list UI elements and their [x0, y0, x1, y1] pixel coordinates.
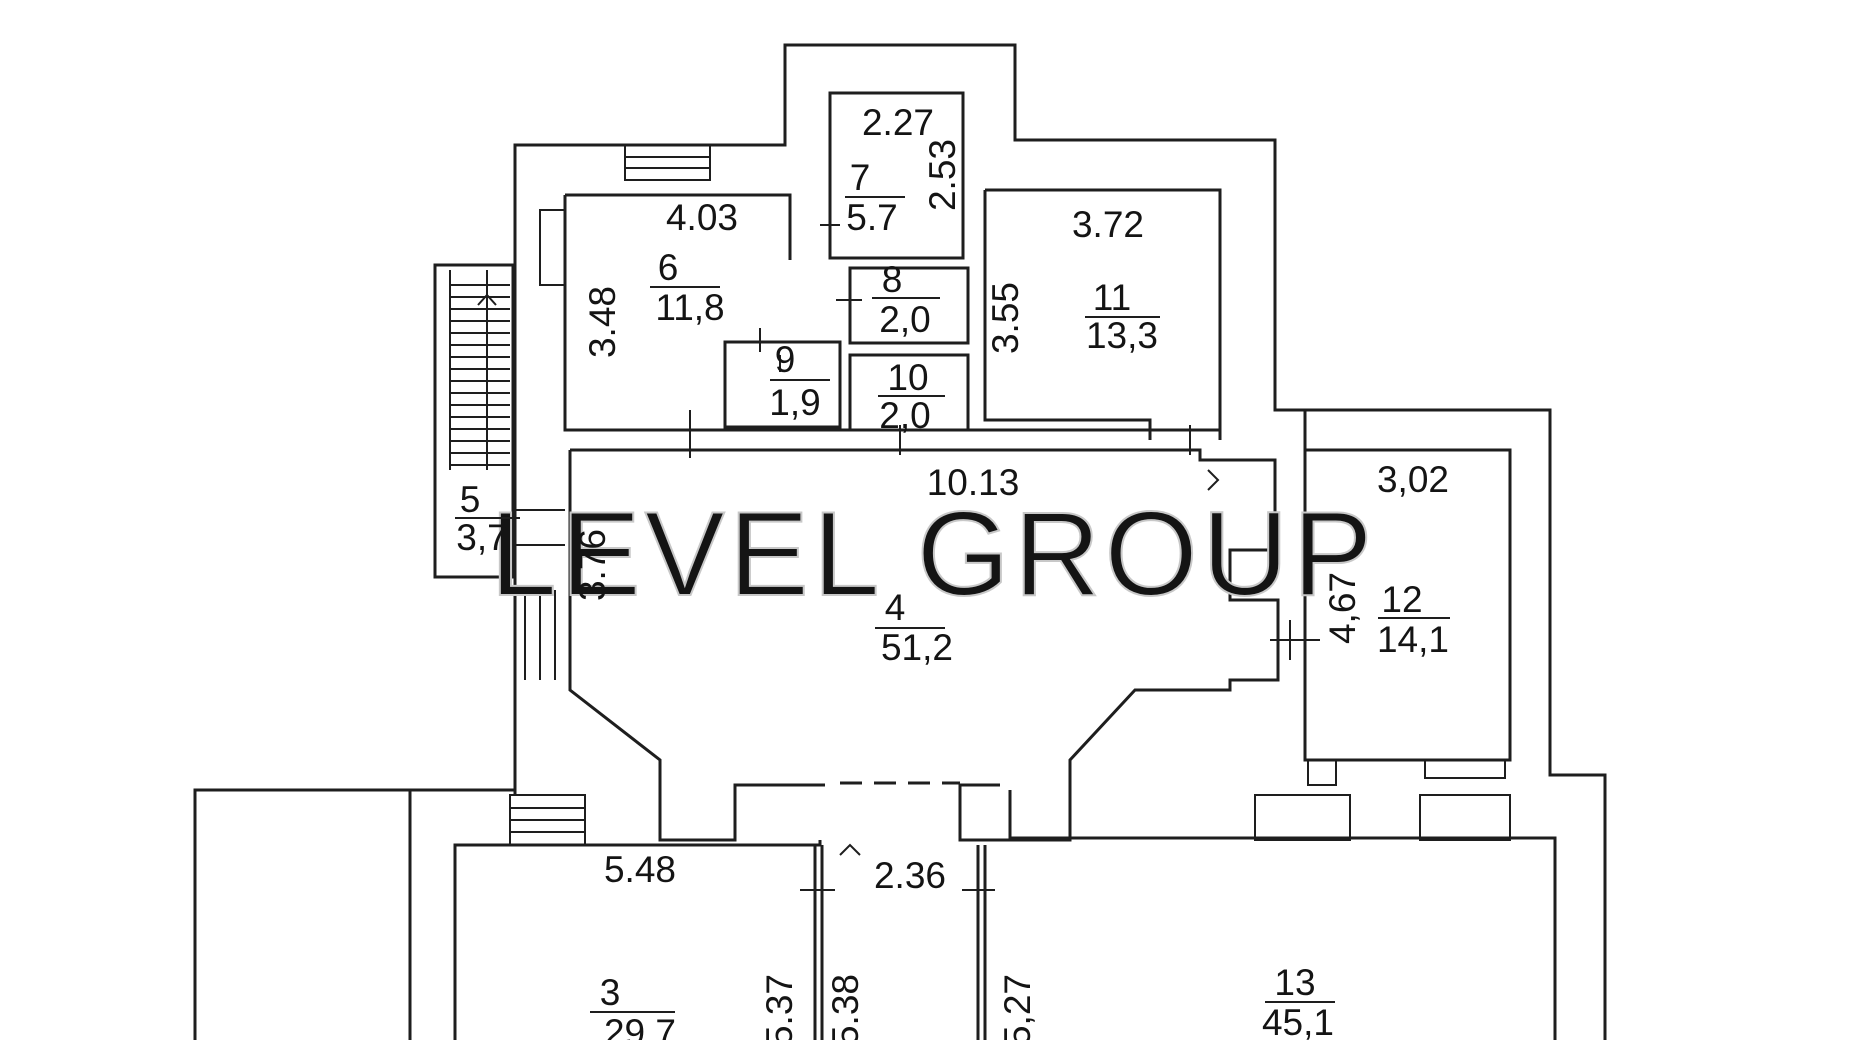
- room-label-4: 4 51,2: [875, 587, 953, 668]
- room-11-walls: [983, 188, 1222, 491]
- room-8-number: 8: [882, 259, 903, 300]
- room-5-stairs: [433, 263, 565, 680]
- room-7-walls: [820, 91, 965, 260]
- room-3-area: 29,7: [604, 1012, 676, 1040]
- room-7-number: 7: [850, 157, 871, 198]
- dim-room11-width: 3.72: [1072, 204, 1144, 245]
- room-4-area: 51,2: [881, 627, 953, 668]
- room-label-6: 6 11,8: [650, 247, 725, 328]
- room-5-area: 3,7: [456, 517, 507, 558]
- dim-room4-height: 3.76: [572, 529, 613, 601]
- room-11-area: 13,3: [1086, 315, 1158, 356]
- room-label-7: 7 5.7: [845, 157, 905, 238]
- room-6-walls: [539, 193, 1220, 458]
- room-9-area: 1,9: [769, 382, 820, 423]
- dim-room6-height: 3.48: [582, 286, 623, 358]
- dim-room7-width: 2.27: [862, 102, 934, 143]
- room-7-area: 5.7: [846, 197, 897, 238]
- room-8-10-walls: [723, 266, 970, 455]
- dim-room6-width: 4.03: [666, 197, 738, 238]
- room-3-number: 3: [600, 972, 621, 1013]
- room-labels: 3 29,7 4 51,2 5 3,7 6 11,8 7 5.7 8 2,0: [455, 157, 1450, 1040]
- watermark-text: LEVEL GROUP: [490, 487, 1377, 621]
- dim-corridor-height: 5.38: [825, 974, 866, 1040]
- dimension-labels: 2.27 2.53 4.03 3.48 3.72 3.55 10.13 3.76…: [572, 102, 1449, 1040]
- room-12-area: 14,1: [1377, 619, 1449, 660]
- room-13-area: 45,1: [1262, 1002, 1334, 1040]
- room-label-9: 9 1,9: [769, 339, 830, 423]
- room-12-number: 12: [1381, 579, 1422, 620]
- room-8-area: 2,0: [879, 299, 930, 340]
- dim-room13-height: 5,27: [997, 974, 1038, 1040]
- room-13-number: 13: [1274, 962, 1315, 1003]
- room-label-13: 13 45,1: [1262, 962, 1335, 1040]
- dim-room7-height: 2.53: [922, 139, 963, 211]
- dim-corridor-width: 2.36: [874, 855, 946, 896]
- outer-walls: [193, 43, 1607, 1040]
- room-6-number: 6: [658, 247, 679, 288]
- room-label-10: 10 2,0: [878, 357, 945, 436]
- room-4-number: 4: [885, 587, 906, 628]
- room-10-area: 2,0: [879, 395, 930, 436]
- room-12-walls: [1270, 410, 1512, 786]
- room-10-number: 10: [887, 357, 928, 398]
- room-label-11: 11 13,3: [1085, 277, 1160, 356]
- room-11-number: 11: [1093, 277, 1131, 318]
- room-label-8: 8 2,0: [872, 259, 940, 340]
- room-5-number: 5: [460, 479, 481, 520]
- bottom-rooms-walls: [800, 843, 995, 1040]
- room-label-5: 5 3,7: [455, 479, 520, 558]
- dim-room12-width: 3,02: [1377, 459, 1449, 500]
- room-6-area: 11,8: [655, 287, 724, 328]
- room-9-number: 9: [775, 339, 796, 380]
- dim-room3-height: 5.37: [759, 974, 800, 1040]
- room-label-12: 12 14,1: [1377, 579, 1450, 660]
- dim-room11-height: 3.55: [985, 282, 1026, 354]
- dim-room3-width: 5.48: [604, 849, 676, 890]
- room-label-3: 3 29,7: [590, 972, 676, 1040]
- dim-room12-height: 4,67: [1322, 572, 1363, 644]
- room-4-walls: [568, 448, 1280, 842]
- exterior-steps: [509, 144, 1511, 846]
- dim-room4-width: 10.13: [927, 462, 1020, 503]
